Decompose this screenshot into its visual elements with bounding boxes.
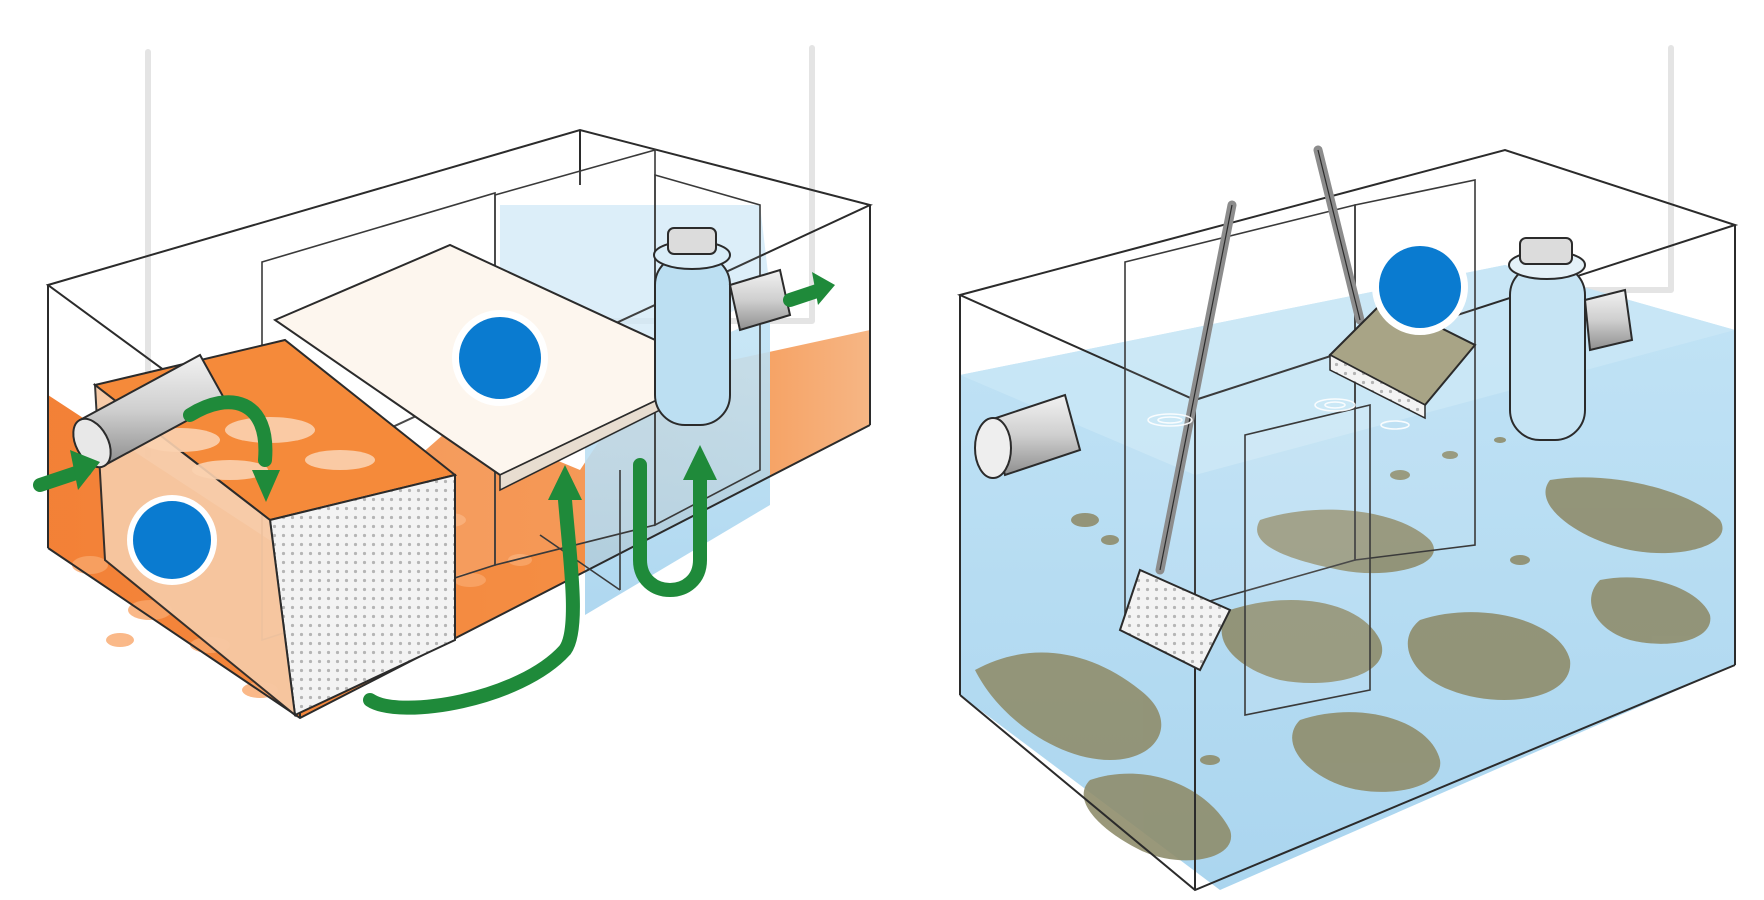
grease-trap-cleaning-diagram [957,45,1739,892]
skimmer-scoop [1118,200,1237,672]
flow-arrow-heads [70,272,835,502]
outlet-tee [653,227,792,426]
flow-arrows [33,283,827,715]
outlet-arrow [783,283,827,307]
outlet-filter [1508,237,1634,441]
u-turn-arrow [633,458,707,597]
grease-trap-operation-diagram [33,45,873,720]
callout-outlet-filter[interactable] [1372,239,1468,335]
sieve-scoop [1313,145,1477,420]
inlet-pipe-right [974,393,1082,479]
water-ripples [1147,398,1410,430]
callout-baffle-lid[interactable] [452,310,548,406]
under-baffle-arrow [363,493,580,715]
basket-down-arrow [183,395,273,467]
callout-inlet-basket[interactable] [127,495,217,585]
